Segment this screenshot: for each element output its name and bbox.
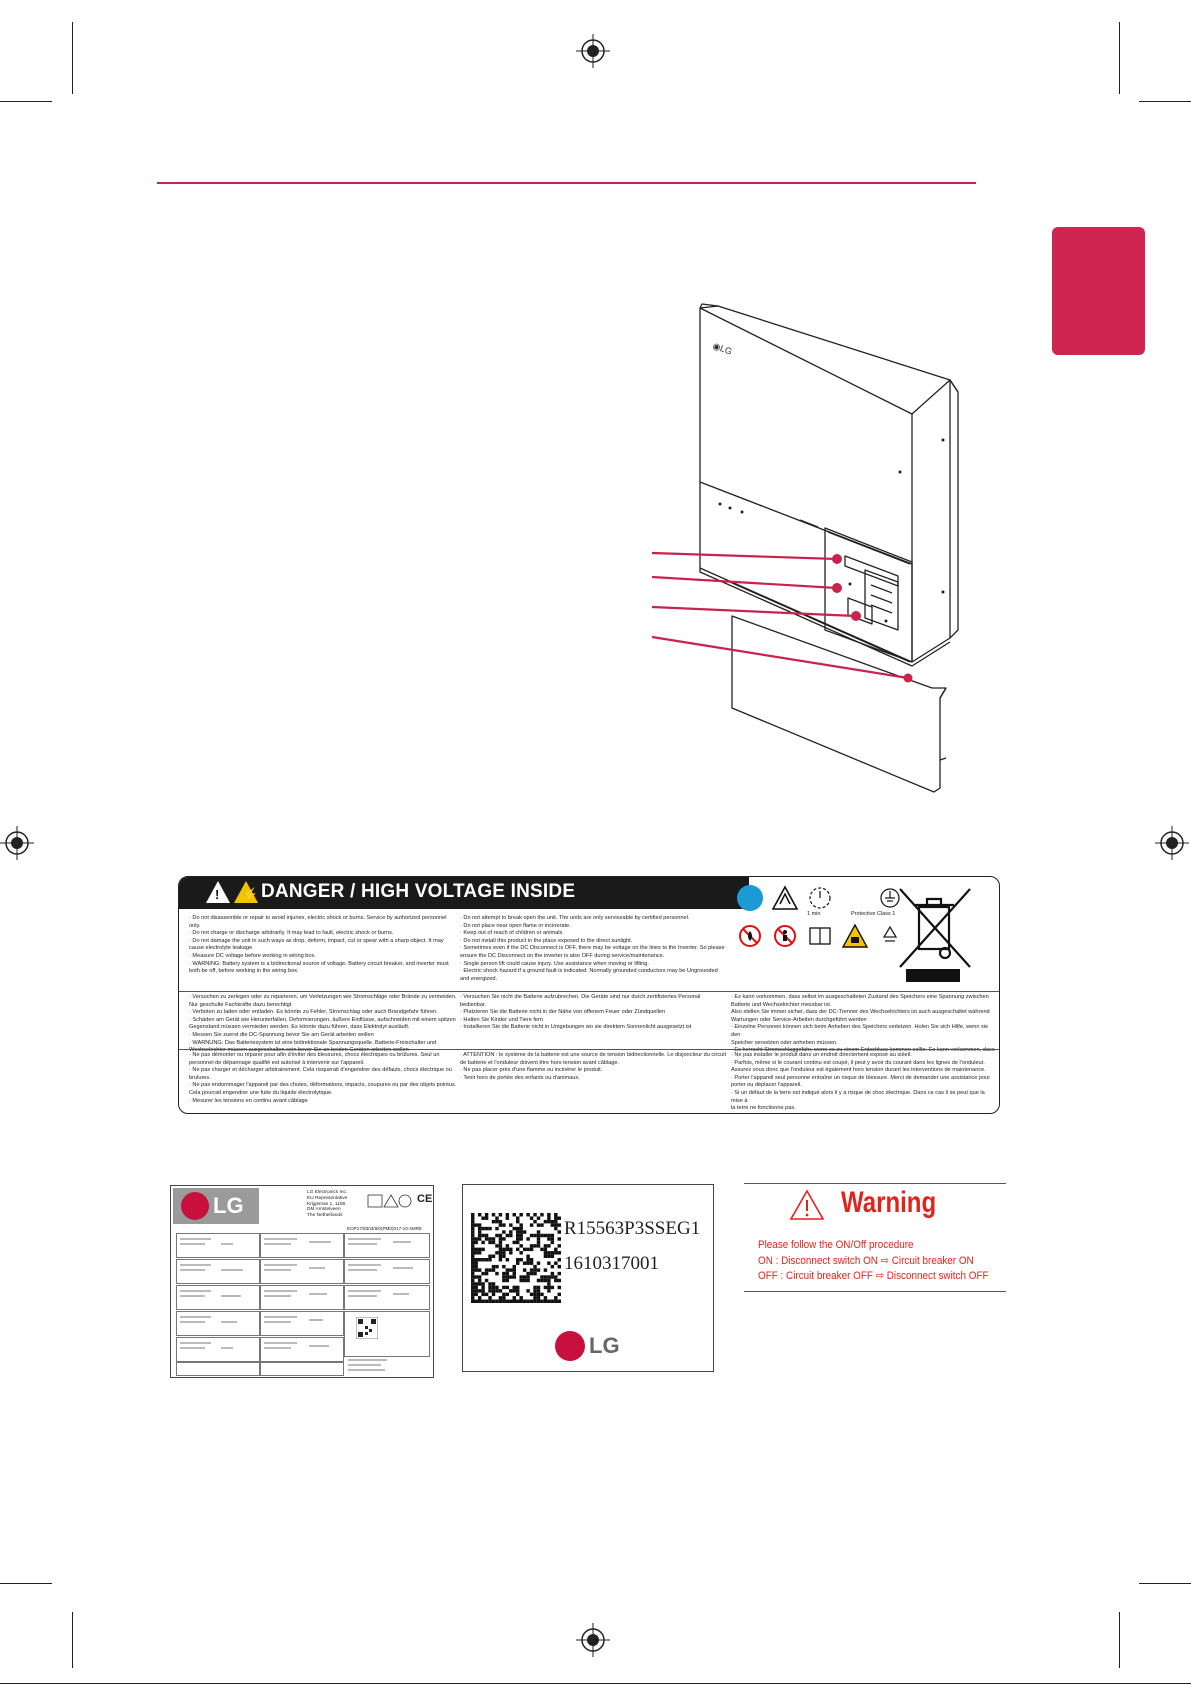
warning-triangle-icon [789,1189,825,1220]
language-divider [179,991,999,992]
protective-class-caption: Protective Class 1 [851,911,896,917]
spec-cell [176,1311,260,1336]
read-manual-icon [737,885,763,911]
on-off-warning-label: Warning Please follow the ON/Off procedu… [744,1183,1006,1293]
safety-symbols-row-2 [737,923,903,949]
certification-marks-icon [367,1194,412,1208]
crop-mark [1119,22,1120,94]
registration-mark-icon [0,826,34,860]
lg-logo-text: LG [589,1333,620,1358]
warning-line-2: ON : Disconnect switch ON ⇨ Circuit brea… [758,1255,974,1267]
warning-title: Warning [841,1186,937,1219]
battery-unit-drawing: ◉LG [699,303,959,793]
chapter-tab [1052,227,1145,355]
warning-text-en-2: · Do not attempt to break open the unit.… [460,915,725,982]
registration-mark-icon [576,1623,610,1657]
warning-line-1: Please follow the ON/Off procedure [758,1239,914,1251]
timer-icon [809,887,831,909]
manual-book-icon [809,927,831,945]
bottom-edge-line [0,1683,1191,1684]
spec-cell [344,1233,430,1258]
warning-line-3: OFF : Circuit breaker OFF ⇨ Disconnect s… [758,1270,989,1282]
weee-crossed-bin-icon [899,888,971,968]
ground-symbol-icon [880,888,900,908]
model-code-line: EOP17/8303/8/0(PM0)017-10-4MR8 [347,1226,422,1231]
nameplate-qr-icon [356,1317,378,1339]
spec-cell [260,1233,344,1258]
warning-text-de-2: · Versuchen Sie nicht die Batterie aufzu… [460,994,701,1031]
spec-cell [176,1362,260,1376]
warning-text-fr-2: · ATTENTION : le système de la batterie … [460,1052,727,1081]
warning-text-de-3: · Es kann vorkommen, dass selbst im ausg… [731,994,995,1054]
recycle-icon [882,925,898,942]
nameplate-spec-text [180,1238,413,1371]
header-rule [157,182,976,184]
danger-header-bar: ! ⚡ DANGER / HIGH VOLTAGE INSIDE [179,877,749,909]
spec-cell [344,1285,430,1310]
spec-cell [344,1259,430,1284]
spec-cell [176,1285,260,1310]
danger-title: DANGER / HIGH VOLTAGE INSIDE [261,881,576,902]
serial-number-1: R15563P3SSEG1 [564,1218,701,1239]
crop-mark [0,1583,52,1584]
warning-triangle-icon [206,881,230,903]
crop-mark [1119,1612,1120,1668]
callout-leaders [651,551,913,683]
no-fire-icon [739,925,761,947]
datamatrix-code-icon [471,1213,561,1303]
device-logo: ◉LG [711,340,733,356]
spec-cell [344,1311,430,1357]
spec-cell [260,1362,344,1376]
spec-cell [260,1311,344,1336]
manufacturer-address: LG Electronics Inc. EU Representative Kr… [307,1190,348,1219]
warning-text-fr-1: · Ne pas démonter ou réparer pour afin d… [189,1052,457,1104]
rating-nameplate-label: LG LG Electronics Inc. EU Representative… [170,1185,434,1378]
ce-mark: CE [417,1193,433,1205]
lg-logo-icon [181,1192,209,1220]
safety-symbols-row-1 [737,885,903,911]
corrosive-warning-icon [842,923,868,948]
registration-mark-icon [576,34,610,68]
warning-text-fr-3: · Ne pas installer le produit dans un en… [731,1052,991,1112]
lg-logo-text: LG [213,1193,244,1218]
high-voltage-triangle-icon [234,881,258,903]
crop-mark [72,22,73,94]
registration-mark-icon [1155,826,1189,860]
no-children-icon [774,925,796,947]
language-divider [179,1049,999,1050]
serial-barcode-label: LG [462,1184,714,1372]
serial-number-2: 1610317001 [564,1253,659,1274]
lg-logo-box: LG [173,1188,259,1224]
crop-mark [1139,1583,1191,1584]
weee-black-bar [906,969,960,982]
spec-cell [260,1337,344,1362]
warning-bottom-rule [744,1291,1006,1292]
crop-mark [0,101,52,102]
one-minute-caption: 1 min [807,911,821,917]
warning-text-de-1: · Versuchen zu zerlegen oder zu reparier… [189,994,457,1054]
spec-cell [260,1259,344,1284]
spec-cell [176,1337,260,1362]
spec-cell [176,1233,260,1258]
spec-cell [260,1285,344,1310]
crop-mark [1139,101,1191,102]
danger-high-voltage-label: ! ⚡ DANGER / HIGH VOLTAGE INSIDE 1 min P… [178,876,1000,1114]
crop-mark [72,1612,73,1668]
warning-text-en-1: · Do not disassemble or repair to avoid … [189,915,449,975]
warning-top-rule [744,1183,1006,1184]
esd-warning-icon [772,885,798,910]
spec-cell [176,1259,260,1284]
lg-logo-icon [555,1331,585,1361]
